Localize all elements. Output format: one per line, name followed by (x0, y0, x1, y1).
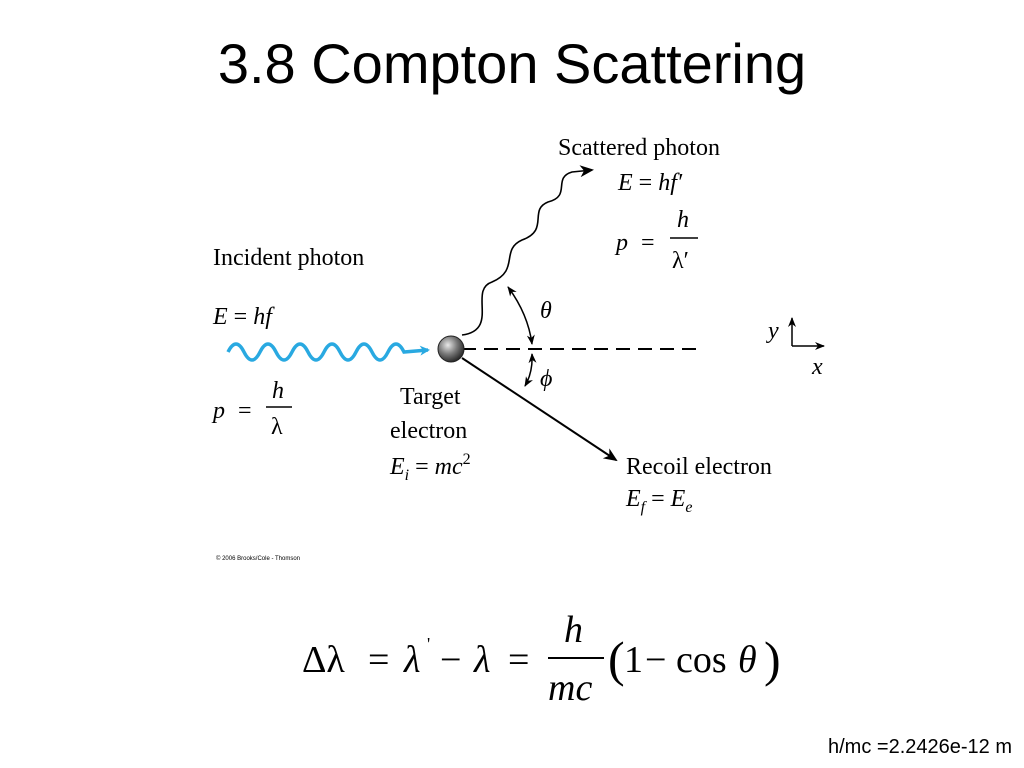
scattered-momentum-eq: = (641, 230, 655, 256)
scattered-momentum-num: h (677, 207, 689, 233)
formula-one: 1 (624, 639, 643, 681)
incident-momentum-eq: = (238, 398, 252, 424)
formula-eq2: = (508, 639, 529, 681)
formula-minus: − (440, 639, 461, 681)
target-energy: Ei = mc2 (389, 451, 471, 484)
phi-label: ϕ (540, 366, 552, 392)
target-label-line1: Target (400, 384, 461, 410)
recoil-electron-label: Recoil electron (626, 454, 772, 480)
incident-photon-label: Incident photon (213, 245, 364, 271)
formula-paren-close: ) (764, 631, 781, 687)
recoil-energy: Ef = Ee (625, 486, 692, 516)
incident-momentum-lhs: p (211, 398, 225, 424)
scattered-energy: E = hf′ (617, 170, 683, 196)
recoil-electron-arrow (461, 357, 618, 462)
theta-arc (507, 286, 535, 345)
copyright-text: © 2006 Brooks/Cole - Thomson (216, 555, 300, 562)
target-electron (437, 335, 465, 363)
formula-theta: θ (738, 639, 757, 681)
compton-formula: Δλ = λ ' − λ = h mc ( 1 − cos θ ) (302, 609, 781, 709)
scattered-photon-label: Scattered photon (558, 135, 720, 161)
incident-momentum-num: h (272, 378, 284, 404)
incident-photon-wave (226, 342, 430, 362)
phi-arc (524, 353, 537, 387)
axis-y-label: y (766, 318, 779, 344)
axis-x-label: x (811, 354, 823, 380)
formula-lambda-prime: λ (403, 639, 420, 681)
scattered-photon-wave (461, 165, 594, 336)
formula-lhs: Δλ (302, 639, 345, 681)
incident-momentum-den: λ (271, 414, 283, 440)
target-label-line2: electron (390, 418, 467, 444)
formula-eq1: = (368, 639, 389, 681)
formula-lambda: λ (473, 639, 490, 681)
formula-frac-den: mc (548, 667, 592, 709)
theta-label: θ (540, 298, 552, 324)
slide-title: 3.8 Compton Scattering (217, 32, 807, 95)
incident-energy: E = hf (212, 304, 275, 330)
formula-paren-open: ( (608, 631, 625, 687)
scattered-momentum-den: λ′ (672, 248, 689, 274)
formula-frac-num: h (564, 609, 583, 651)
formula-prime: ' (427, 634, 430, 654)
scattered-momentum-lhs: p (614, 230, 628, 256)
constant-note: h/mc =2.2426e-12 m (828, 736, 1012, 758)
formula-cos: cos (676, 639, 727, 681)
formula-minus2: − (645, 639, 666, 681)
